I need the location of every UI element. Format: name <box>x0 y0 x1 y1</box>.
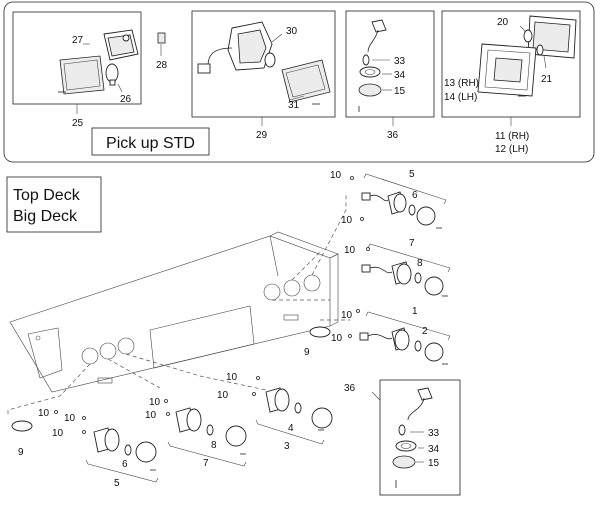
deck-label-box <box>6 176 102 233</box>
callout-10-d: 10 <box>341 310 353 321</box>
callout-20: 20 <box>497 17 509 28</box>
callout-5-a: 5 <box>409 169 415 180</box>
callout-8-b: 8 <box>211 440 217 451</box>
callout-33-top: 33 <box>394 56 406 67</box>
callout-10-g: 10 <box>217 390 229 401</box>
callout-10-h: 10 <box>149 397 161 408</box>
callout-10-c: 10 <box>344 245 356 256</box>
callout-6-a: 6 <box>412 190 418 201</box>
callout-7-a: 7 <box>409 238 415 249</box>
leader-lines <box>7 192 350 416</box>
callout-13-rh: 13 (RH) <box>444 78 479 89</box>
callout-21: 21 <box>541 74 553 85</box>
callout-14-lh: 14 (LH) <box>444 92 477 103</box>
reflector-left <box>11 420 33 432</box>
pickup-label-box <box>91 127 210 156</box>
pickup-box-2 <box>191 10 336 126</box>
callout-29: 29 <box>256 130 268 141</box>
callout-4: 4 <box>288 423 294 434</box>
clip-part <box>157 32 166 44</box>
callout-34-inset: 34 <box>428 444 440 455</box>
truck-rear-panel <box>9 231 339 393</box>
callout-2: 2 <box>422 326 428 337</box>
callout-36-inset: 36 <box>344 383 356 394</box>
deck-title-line2: Big Deck <box>13 208 78 225</box>
callout-33-inset: 33 <box>428 428 440 439</box>
callout-25: 25 <box>72 118 84 129</box>
reflector-right <box>309 326 331 338</box>
lamp-assembly-bottom-7-8 <box>167 407 247 467</box>
pickup-panel <box>3 1 595 163</box>
callout-10-f: 10 <box>226 372 238 383</box>
deck-title-line1: Top Deck <box>13 187 81 204</box>
callout-8-a: 8 <box>417 258 423 269</box>
pickup-box-4 <box>441 10 581 126</box>
callout-31: 31 <box>288 100 300 111</box>
callout-10-b: 10 <box>341 215 353 226</box>
callout-1: 1 <box>412 306 418 317</box>
screws <box>54 176 370 434</box>
callout-10-i: 10 <box>145 410 157 421</box>
callout-15-inset: 15 <box>428 458 440 469</box>
pickup-title: Pick up STD <box>106 135 195 152</box>
callout-12-lh: 12 (LH) <box>495 144 528 155</box>
inset-box-36 <box>371 379 461 496</box>
lamp-assembly-bottom-5-6 <box>85 427 159 483</box>
callout-10-j: 10 <box>64 413 76 424</box>
callout-28: 28 <box>156 60 168 71</box>
callout-34-top: 34 <box>394 70 406 81</box>
callout-30: 30 <box>286 26 298 37</box>
callout-9-left: 9 <box>18 447 24 458</box>
callout-10-l: 10 <box>38 408 50 419</box>
callout-11-rh: 11 (RH) <box>495 131 529 142</box>
pickup-box-1 <box>12 11 166 114</box>
lamp-assembly-right-middle <box>361 243 451 297</box>
lamp-assembly-bottom-3-4 <box>255 387 333 445</box>
callout-36-top: 36 <box>387 130 399 141</box>
callout-7-b: 7 <box>203 458 209 469</box>
callout-3: 3 <box>284 441 290 452</box>
callout-6-b: 6 <box>122 459 128 470</box>
callout-27: 27 <box>72 35 84 46</box>
callout-10-e: 10 <box>331 333 343 344</box>
callout-9-right: 9 <box>304 347 310 358</box>
callout-5-b: 5 <box>114 478 120 489</box>
callout-10-k: 10 <box>52 428 64 439</box>
callout-26: 26 <box>120 94 132 105</box>
callout-15-top: 15 <box>394 86 406 97</box>
lamp-assembly-right-top <box>361 173 447 229</box>
pickup-box-3 <box>345 10 435 126</box>
lamp-assembly-right-lower <box>359 311 451 365</box>
callout-10-a: 10 <box>330 170 342 181</box>
